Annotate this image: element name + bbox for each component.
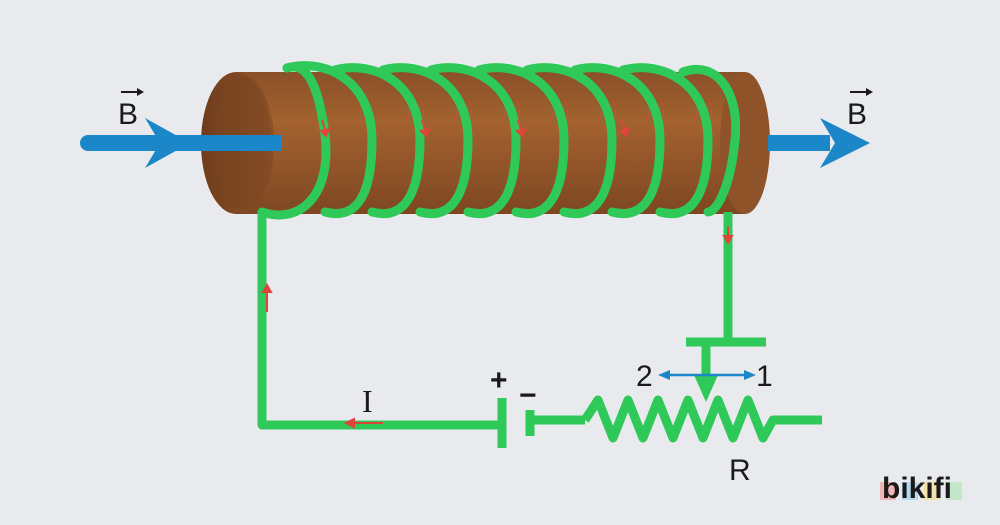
label-battery-minus: − (519, 379, 537, 412)
logo-text: bikifi (882, 472, 952, 505)
current-arrow-turn-1 (319, 119, 331, 138)
current-arrow-right-wire (722, 226, 734, 246)
iron-core (201, 72, 770, 214)
current-arrow-bottom-wire (343, 417, 383, 429)
vector-arrow-b-right (850, 88, 873, 96)
field-arrow-right (768, 118, 870, 168)
battery (497, 398, 535, 448)
current-arrow-left-wire (261, 282, 273, 312)
label-slider-2: 2 (636, 360, 653, 393)
vector-arrow-b-left (121, 88, 144, 96)
label-b-right: B (847, 98, 867, 131)
label-b-left: B (118, 98, 138, 131)
current-arrow-turn-7 (619, 119, 631, 138)
current-arrow-turn-3 (419, 119, 431, 138)
slider-direction-arrow (658, 370, 756, 380)
rheostat-slider (686, 337, 766, 402)
coil-windings (257, 61, 741, 220)
label-battery-plus: + (490, 364, 508, 397)
bikifi-logo: bikifi (880, 472, 962, 505)
current-arrows (261, 119, 734, 429)
current-arrow-turn-5 (515, 119, 527, 138)
label-resistor: R (729, 454, 751, 487)
circuit-wire (257, 212, 822, 443)
label-slider-1: 1 (756, 360, 773, 393)
label-current: I (362, 383, 373, 419)
